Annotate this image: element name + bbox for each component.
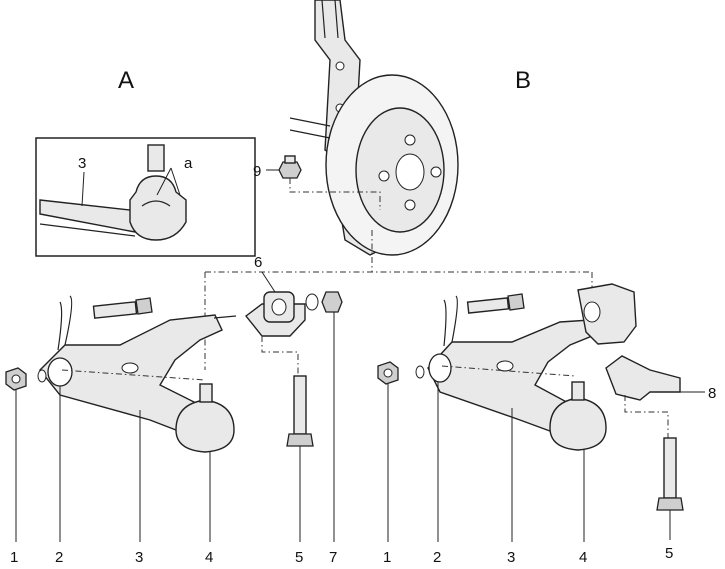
label-left-5: 5 (295, 549, 303, 566)
right-rubber-bushing (577, 283, 637, 345)
strut-edge (321, 0, 339, 39)
label-left-1: 1 (10, 549, 18, 566)
label-6: 6 (254, 254, 262, 271)
leader-6 (261, 271, 276, 293)
bracket-8-group: 8 (605, 355, 716, 438)
left-arm-hole (121, 362, 139, 374)
washer-7a (305, 293, 319, 311)
nut-7 (321, 291, 343, 313)
inset-detail: 3 a (35, 137, 256, 257)
inset-leader-a2 (170, 167, 181, 196)
label-right-2: 2 (433, 549, 441, 566)
inset-label-arm: 3 (78, 155, 86, 172)
left-bolt-5-shank (293, 375, 307, 435)
inset-arm-edge (39, 223, 136, 237)
wheel-stud-4 (378, 170, 390, 182)
hub-disc-assembly (289, 0, 459, 256)
clamp-bracket-8 (605, 355, 681, 401)
right-bolt-5 (656, 437, 684, 511)
bushing-6-group: 6 (245, 254, 343, 376)
label-left-2: 2 (55, 549, 63, 566)
wheel-stud-2 (430, 166, 442, 178)
left-nut-1-hole (11, 374, 21, 384)
view-label-b: B (515, 67, 531, 94)
inset-stud (147, 144, 165, 172)
right-bolt-5-head (656, 497, 684, 511)
dash-right-arm (441, 365, 576, 377)
dash-left-arm (61, 369, 206, 381)
nut-9: 9 (253, 155, 381, 210)
wheel-stud-1 (404, 134, 416, 146)
right-washer-2 (415, 365, 425, 379)
label-right-5: 5 (665, 545, 673, 562)
right-callout-labels: 1 2 3 4 5 (383, 545, 673, 566)
right-long-bolt (466, 297, 510, 314)
left-ball-joint-boot (175, 399, 235, 453)
left-bolt-5-head (286, 433, 314, 447)
left-ball-joint-stud (199, 383, 213, 403)
right-bolt-5-shank (663, 437, 677, 499)
right-ball-joint-stud (571, 381, 585, 401)
right-control-arm-group (377, 283, 637, 451)
right-leaders (387, 382, 671, 542)
label-right-1: 1 (383, 549, 391, 566)
hub-center (395, 153, 425, 191)
drive-shaft-lines (289, 117, 331, 139)
label-9: 9 (253, 163, 261, 180)
view-label-a: A (118, 67, 134, 94)
left-control-arm-group (5, 295, 237, 453)
right-arm-bushing (428, 353, 452, 383)
label-right-3: 3 (507, 549, 515, 566)
right-ball-joint-boot (549, 397, 607, 451)
label-left-4: 4 (205, 549, 213, 566)
strut-bolt-1 (335, 61, 345, 71)
left-arm-stud (213, 315, 237, 319)
wheel-stud-3 (404, 199, 416, 211)
label-left-7: 7 (329, 549, 337, 566)
left-arm-hose (57, 295, 73, 351)
inset-leader-3 (81, 171, 85, 207)
label-left-3: 3 (135, 549, 143, 566)
bushing-6-hole (271, 298, 287, 316)
inset-leader-a1 (156, 167, 172, 196)
hub-nut (278, 161, 302, 179)
right-rubber-bushing-hole (583, 301, 601, 323)
left-long-bolt (92, 301, 138, 319)
left-washer-2 (37, 369, 47, 383)
left-callout-labels: 1 2 3 4 5 7 (10, 549, 337, 566)
dash-bolt-5-right (624, 395, 669, 438)
dash-bolt-5 (261, 336, 299, 376)
left-long-bolt-head (135, 297, 153, 315)
dash-9 (289, 178, 381, 210)
dash-main-connector (204, 230, 593, 370)
left-leaders (15, 312, 335, 542)
right-arm-hose (443, 295, 458, 347)
label-right-4: 4 (579, 549, 587, 566)
inset-clip-line (141, 200, 171, 207)
hub-nut-top (284, 155, 296, 164)
right-long-bolt-head (507, 293, 525, 311)
right-arm-hole (496, 360, 514, 372)
left-arm-bushing (47, 357, 73, 387)
inset-label-detail: a (184, 155, 193, 172)
right-nut-1-hole (383, 368, 393, 378)
inset-ball-joint (129, 175, 187, 241)
label-8: 8 (708, 385, 716, 402)
left-bolt-5 (286, 375, 314, 447)
